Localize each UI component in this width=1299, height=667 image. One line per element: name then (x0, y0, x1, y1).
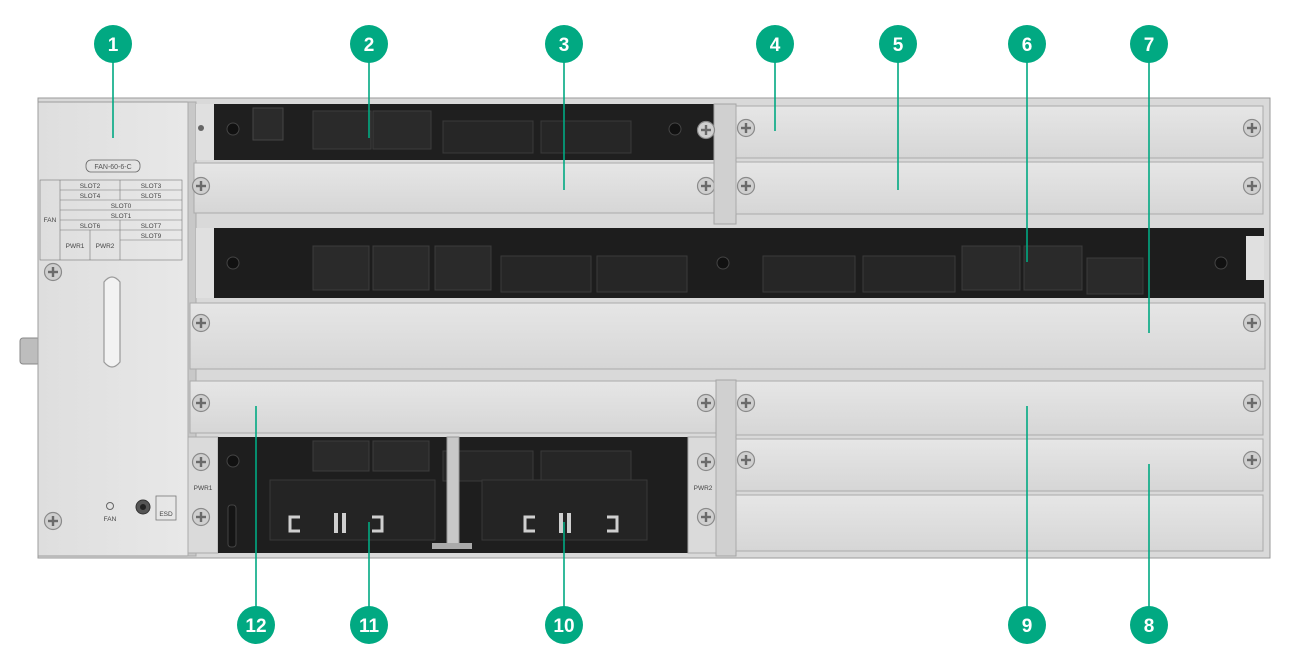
slot-map-slot7: SLOT7 (141, 223, 162, 230)
svg-text:3: 3 (559, 35, 570, 56)
callout-7: 7 (1130, 25, 1168, 63)
slot-map-pwr2: PWR2 (96, 243, 115, 250)
callout-11: 11 (350, 606, 388, 644)
fan-tray-handle (103, 276, 121, 368)
callout-12: 12 (237, 606, 275, 644)
fan-slot-label: FAN (44, 217, 57, 224)
esd-label: ESD (159, 511, 173, 518)
callout-6: 6 (1008, 25, 1046, 63)
slot-6-area (196, 228, 1264, 298)
callout-9: 9 (1008, 606, 1046, 644)
slot-map-pwr1: PWR1 (66, 243, 85, 250)
fan-slot-map (39, 179, 183, 261)
fan-tray-top-screw-icon (43, 262, 63, 282)
callout-5: 5 (879, 25, 917, 63)
slot-5-blank-panel (735, 161, 1264, 215)
chassis: FAN-60-6-C FAN SLOT2 SLOT3 SLOT4 SLOT5 S… (19, 97, 1271, 559)
fan-tray: FAN-60-6-C FAN SLOT2 SLOT3 SLOT4 SLOT5 S… (37, 101, 197, 557)
slot-map-slot3: SLOT3 (141, 183, 162, 190)
svg-text:11: 11 (359, 616, 380, 637)
slot-map-slot9: SLOT9 (141, 233, 162, 240)
slot-8-blank-panel (735, 438, 1264, 492)
callout-1: 1 (94, 25, 132, 63)
fan-status-led-icon (106, 502, 114, 510)
esd-warning-icon (155, 495, 177, 521)
callout-3: 3 (545, 25, 583, 63)
fan-led-label: FAN (104, 516, 117, 523)
slot-map-slot4: SLOT4 (80, 193, 101, 200)
slot-9-blank-panel (735, 380, 1264, 436)
fan-tray-bottom-screw-icon (43, 511, 63, 531)
svg-text:7: 7 (1144, 35, 1155, 56)
slot-3-blank-panel (191, 162, 717, 214)
svg-text:9: 9 (1022, 616, 1033, 637)
slot-4-blank-panel (735, 105, 1264, 159)
callout-10: 10 (545, 606, 583, 644)
svg-text:2: 2 (364, 35, 375, 56)
callout-4: 4 (756, 25, 794, 63)
slot-7-blank-panel (189, 302, 1266, 370)
chassis-grounding-post (19, 337, 41, 365)
svg-text:5: 5 (893, 35, 904, 56)
fan-tray-model-label: FAN-60-6-C (94, 164, 131, 171)
callout-8: 8 (1130, 606, 1168, 644)
slot-12-blank-panel (189, 380, 717, 434)
slot-map-slot0: SLOT0 (111, 203, 132, 210)
slot-map-slot1: SLOT1 (111, 213, 132, 220)
slot-map-slot6: SLOT6 (80, 223, 101, 230)
svg-text:8: 8 (1144, 616, 1155, 637)
svg-text:4: 4 (770, 35, 781, 56)
bottom-right-blank-panel (735, 494, 1264, 552)
svg-text:6: 6 (1022, 35, 1033, 56)
slot-2-area (196, 104, 714, 160)
slot-map-slot5: SLOT5 (141, 193, 162, 200)
svg-text:1: 1 (108, 35, 119, 56)
svg-text:10: 10 (553, 616, 574, 637)
svg-text:12: 12 (245, 616, 266, 637)
pwr1-label: PWR1 (194, 485, 213, 492)
power-supply-area: PWR1 PWR2 (187, 436, 717, 554)
slot-map-slot2: SLOT2 (80, 183, 101, 190)
callout-2: 2 (350, 25, 388, 63)
pwr2-label: PWR2 (694, 485, 713, 492)
callouts: 1 2 3 4 5 6 7 12 11 10 9 8 (94, 25, 1168, 644)
